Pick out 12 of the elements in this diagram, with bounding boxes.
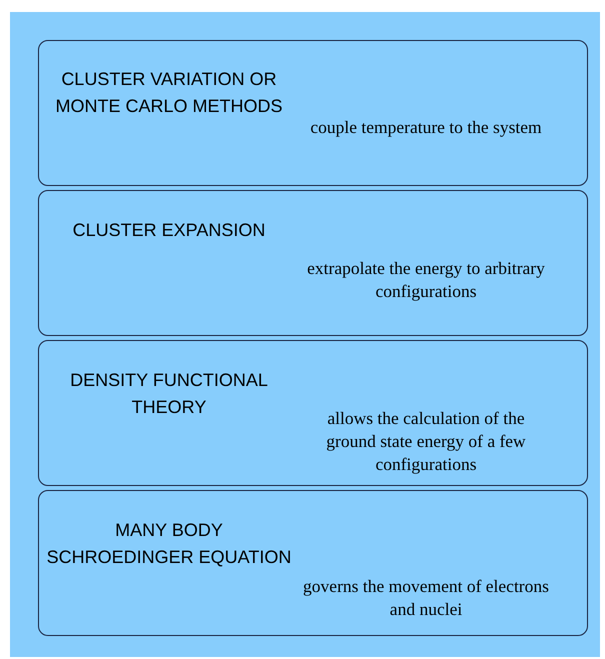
layer-title: DENSITY FUNCTIONAL THEORY <box>69 369 269 419</box>
layer-box <box>38 490 588 636</box>
layer-box <box>38 190 588 336</box>
layer-title: MANY BODY SCHROEDINGER EQUATION <box>46 519 292 569</box>
layer-title: CLUSTER EXPANSION <box>72 219 266 242</box>
layer-title: CLUSTER VARIATION OR MONTE CARLO METHODS <box>54 68 284 118</box>
layer-description: couple temperature to the system <box>309 116 543 139</box>
layer-description: extrapolate the energy to arbitrary configurations <box>306 257 546 303</box>
layer-description: allows the calculation of the ground state energy of a few configurations <box>325 407 527 476</box>
layer-box <box>38 40 588 186</box>
layer-description: governs the movement of electrons and nuclei <box>302 575 550 621</box>
layer-box <box>38 340 588 486</box>
